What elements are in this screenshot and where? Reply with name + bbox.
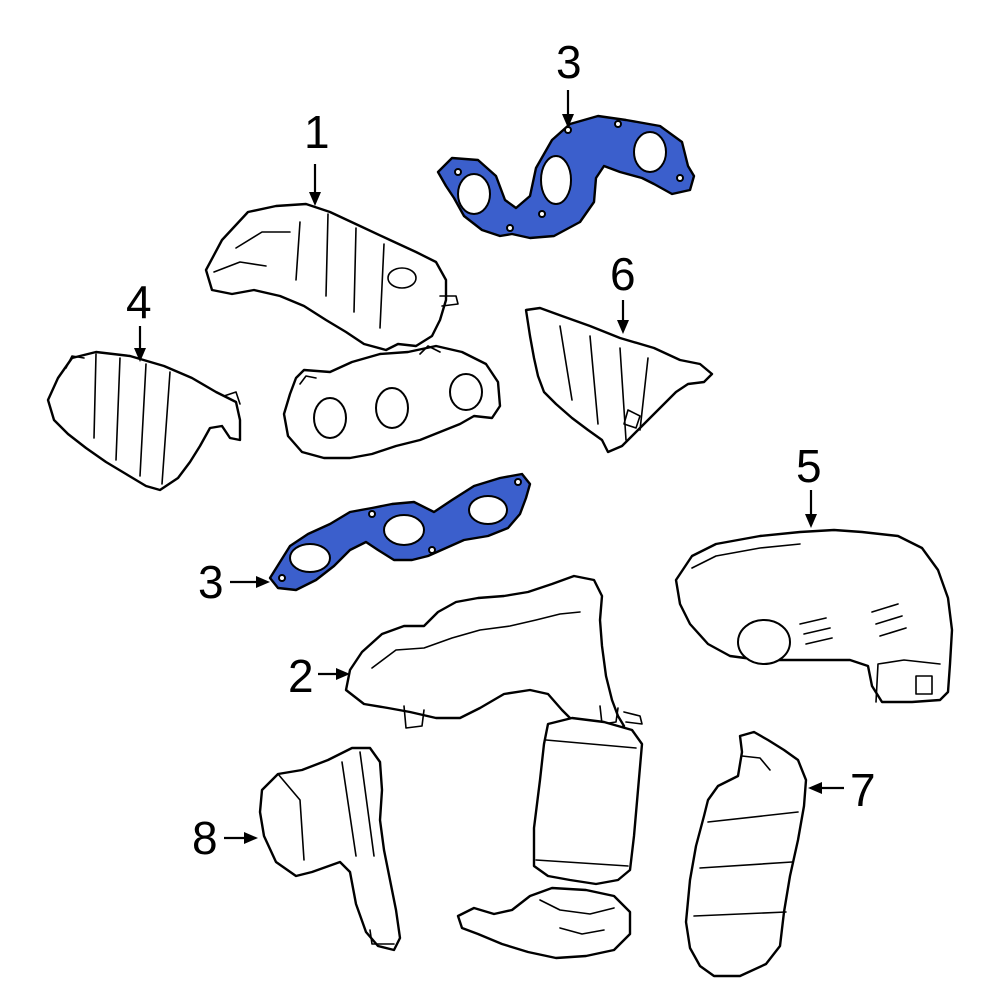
part-1-manifold-converter[interactable]: [204, 202, 502, 460]
svg-text:7: 7: [850, 764, 876, 816]
svg-text:6: 6: [610, 248, 636, 300]
part-3-lower-gasket[interactable]: [268, 472, 532, 592]
part-7-catalytic-converter[interactable]: [684, 730, 808, 978]
part-5-heat-shield[interactable]: [674, 528, 954, 704]
callout-3-upper: 3: [556, 36, 582, 128]
svg-text:3: 3: [556, 36, 582, 88]
svg-text:4: 4: [126, 276, 152, 328]
svg-text:8: 8: [192, 812, 218, 864]
callout-7: 7: [808, 764, 876, 816]
svg-text:5: 5: [796, 440, 822, 492]
callout-8: 8: [192, 812, 258, 864]
svg-text:1: 1: [304, 106, 330, 158]
part-2-manifold-converter[interactable]: [344, 574, 644, 960]
callout-1: 1: [304, 106, 330, 206]
part-8-heat-shield-bracket[interactable]: [258, 746, 402, 952]
svg-text:2: 2: [288, 650, 314, 702]
callout-2: 2: [288, 650, 350, 702]
part-6-heat-shield[interactable]: [524, 306, 714, 454]
callout-6: 6: [610, 248, 636, 334]
callout-5: 5: [796, 440, 822, 528]
part-4-heat-shield[interactable]: [46, 350, 242, 492]
part-3-upper-gasket[interactable]: [436, 114, 696, 240]
svg-text:3: 3: [198, 556, 224, 608]
callout-3-lower: 3: [198, 556, 270, 608]
callout-4: 4: [126, 276, 152, 362]
